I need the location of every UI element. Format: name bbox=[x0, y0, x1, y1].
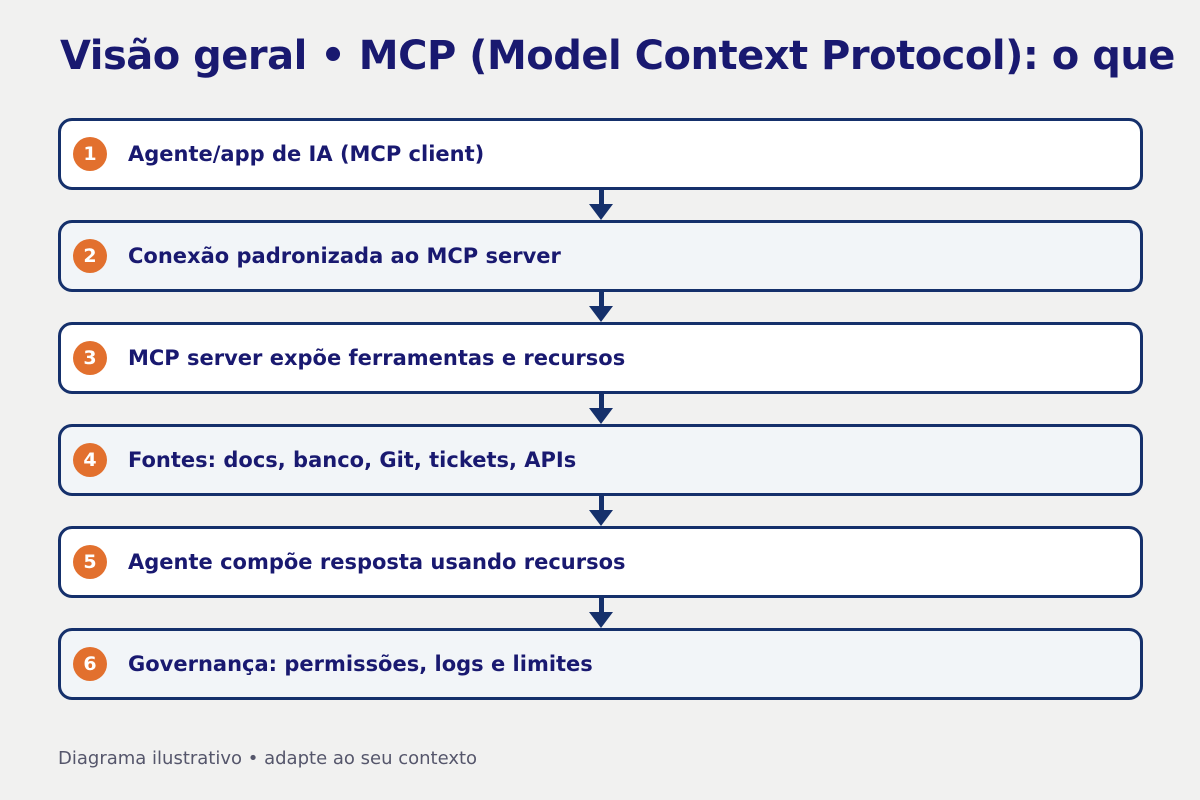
arrow-down-icon bbox=[589, 510, 613, 526]
step-card-6[interactable]: 6 Governança: permissões, logs e limites bbox=[58, 628, 1143, 700]
flow-step-1: 1 Agente/app de IA (MCP client) bbox=[58, 118, 1143, 190]
step-number-badge-2: 2 bbox=[73, 239, 107, 273]
flow-arrow-2-to-3 bbox=[58, 292, 1143, 322]
arrow-down-icon bbox=[589, 204, 613, 220]
flow-steps-list: 1 Agente/app de IA (MCP client) 2 Conexã… bbox=[58, 118, 1143, 700]
arrow-down-icon bbox=[589, 306, 613, 322]
step-label-1: Agente/app de IA (MCP client) bbox=[128, 142, 485, 166]
step-number-badge-1: 1 bbox=[73, 137, 107, 171]
arrow-stem-icon bbox=[599, 598, 604, 616]
flow-arrow-1-to-2 bbox=[58, 190, 1143, 220]
step-card-4[interactable]: 4 Fontes: docs, banco, Git, tickets, API… bbox=[58, 424, 1143, 496]
step-label-2: Conexão padronizada ao MCP server bbox=[128, 244, 561, 268]
step-card-1[interactable]: 1 Agente/app de IA (MCP client) bbox=[58, 118, 1143, 190]
flow-arrow-4-to-5 bbox=[58, 496, 1143, 526]
step-card-5[interactable]: 5 Agente compõe resposta usando recursos bbox=[58, 526, 1143, 598]
flow-step-2: 2 Conexão padronizada ao MCP server bbox=[58, 220, 1143, 292]
arrow-stem-icon bbox=[599, 394, 604, 412]
step-card-2[interactable]: 2 Conexão padronizada ao MCP server bbox=[58, 220, 1143, 292]
arrow-down-icon bbox=[589, 612, 613, 628]
step-label-4: Fontes: docs, banco, Git, tickets, APIs bbox=[128, 448, 577, 472]
step-number-badge-3: 3 bbox=[73, 341, 107, 375]
step-card-3[interactable]: 3 MCP server expõe ferramentas e recurso… bbox=[58, 322, 1143, 394]
page-title: Visão geral • MCP (Model Context Protoco… bbox=[60, 33, 1175, 79]
flow-arrow-3-to-4 bbox=[58, 394, 1143, 424]
footer-caption: Diagrama ilustrativo • adapte ao seu con… bbox=[58, 748, 478, 769]
flow-arrow-5-to-6 bbox=[58, 598, 1143, 628]
step-label-6: Governança: permissões, logs e limites bbox=[128, 652, 593, 676]
step-label-5: Agente compõe resposta usando recursos bbox=[128, 550, 626, 574]
step-number-badge-5: 5 bbox=[73, 545, 107, 579]
flow-step-5: 5 Agente compõe resposta usando recursos bbox=[58, 526, 1143, 598]
flow-step-4: 4 Fontes: docs, banco, Git, tickets, API… bbox=[58, 424, 1143, 496]
arrow-stem-icon bbox=[599, 292, 604, 310]
arrow-stem-icon bbox=[599, 190, 604, 208]
step-label-3: MCP server expõe ferramentas e recursos bbox=[128, 346, 626, 370]
flow-step-6: 6 Governança: permissões, logs e limites bbox=[58, 628, 1143, 700]
arrow-down-icon bbox=[589, 408, 613, 424]
arrow-stem-icon bbox=[599, 496, 604, 514]
step-number-badge-6: 6 bbox=[73, 647, 107, 681]
flow-step-3: 3 MCP server expõe ferramentas e recurso… bbox=[58, 322, 1143, 394]
step-number-badge-4: 4 bbox=[73, 443, 107, 477]
